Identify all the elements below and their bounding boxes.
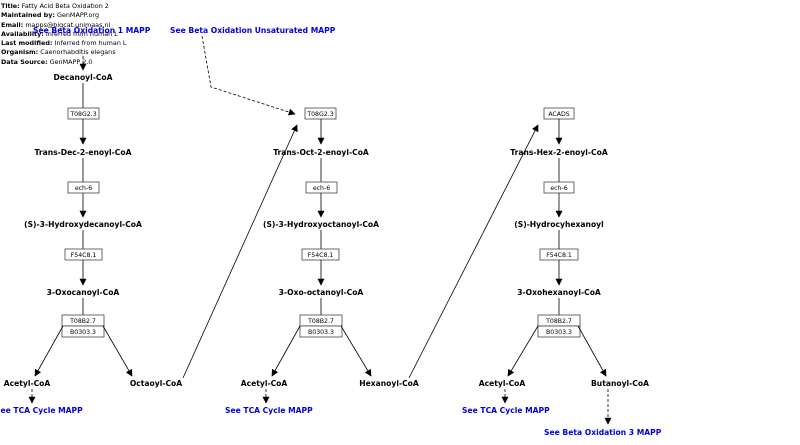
info-email-row: Email: mapps@bigcat.unimaas.nl bbox=[1, 21, 126, 30]
metabolite-acetyl-coa-2[interactable]: Acetyl-CoA bbox=[241, 379, 288, 388]
info-modified-label: Last modified: bbox=[1, 39, 53, 48]
edge-c3-to-butanoyl bbox=[577, 325, 607, 377]
info-maintained: GenMAPP.org bbox=[57, 11, 100, 20]
edge-c1-to-acetyl bbox=[34, 325, 64, 377]
edge-c2-to-hexanoyl bbox=[340, 325, 372, 377]
gene-label-c2-t08b2-7: T08B2.7 bbox=[307, 318, 334, 325]
link-tca-cycle-3[interactable]: See TCA Cycle MAPP bbox=[462, 406, 550, 415]
edge-hexanoyl-to-trans-hex bbox=[408, 124, 539, 379]
metabolite-s-hydrocyhexanoyl[interactable]: (S)-Hydrocyhexanoyl bbox=[514, 220, 603, 229]
metabolite-octaoyl-coa[interactable]: Octaoyl-CoA bbox=[130, 379, 182, 388]
info-title: Fatty Acid Beta Oxidation 2 bbox=[21, 2, 109, 10]
gene-box-c3-b0303-3[interactable] bbox=[537, 325, 581, 338]
gene-label-c2-f54c8-1: F54C8.1 bbox=[308, 252, 334, 259]
metabolite-butanoyl-coa[interactable]: Butanoyl-CoA bbox=[591, 379, 649, 388]
metabolite-hexanoyl-coa[interactable]: Hexanoyl-CoA bbox=[359, 379, 419, 388]
link-tca-cycle-2[interactable]: See TCA Cycle MAPP bbox=[225, 406, 313, 415]
info-title-label: Title: bbox=[1, 2, 20, 10]
gene-box-c2-t08g2-3[interactable] bbox=[304, 107, 337, 120]
metabolite-3-oxo-octanoyl-coa[interactable]: 3-Oxo-octanoyl-CoA bbox=[279, 288, 364, 297]
gene-box-c2-ech-6[interactable] bbox=[305, 181, 338, 194]
edge-c1-to-octaoyl bbox=[102, 325, 133, 377]
link-beta-oxidation-unsaturated[interactable]: See Beta Oxidation Unsaturated MAPP bbox=[170, 26, 336, 35]
gene-box-c2-f54c8-1[interactable] bbox=[301, 248, 340, 261]
info-title-row: Title: Fatty Acid Beta Oxidation 2 bbox=[1, 2, 126, 11]
metabolite-s-3-hydroxyoctanoyl-coa[interactable]: (S)-3-Hydroxyoctanoyl-CoA bbox=[263, 220, 379, 229]
metabolite-trans-oct-2-enoyl-coa[interactable]: Trans-Oct-2-enoyl-CoA bbox=[273, 148, 369, 157]
metabolite-s-3-hydroxydecanoyl-coa[interactable]: (S)-3-Hydroxydecanoyl-CoA bbox=[24, 220, 142, 229]
info-maintained-label: Maintained by: bbox=[1, 11, 55, 20]
gene-box-c2-b0303-3[interactable] bbox=[299, 325, 343, 338]
gene-label-c2-t08g2-3: T08G2.3 bbox=[306, 111, 333, 118]
edge-unsaturated-to-col2 bbox=[201, 35, 296, 116]
gene-box-c1-ech-6[interactable] bbox=[67, 181, 100, 194]
info-organism: Caenorhabditis elegans bbox=[40, 48, 116, 57]
info-maintained-row: Maintained by: GenMAPP.org bbox=[1, 11, 126, 20]
gene-box-c1-f54c8-1[interactable] bbox=[64, 248, 103, 261]
gene-label-c1-t08g2-3: T08G2.3 bbox=[69, 111, 96, 118]
metabolite-trans-dec-2-enoyl-coa[interactable]: Trans-Dec-2-enoyl-CoA bbox=[35, 148, 132, 157]
gene-label-c1-ech-6: ech-6 bbox=[75, 185, 92, 192]
gene-label-c3-acads: ACADS bbox=[548, 111, 569, 118]
info-modified: Inferred from human L bbox=[54, 39, 127, 48]
info-source: GenMAPP 2.0 bbox=[49, 57, 93, 66]
link-tca-cycle-1[interactable]: See TCA Cycle MAPP bbox=[0, 406, 83, 415]
info-source-label: Data Source: bbox=[1, 57, 48, 66]
gene-label-c2-b0303-3: B0303.3 bbox=[308, 329, 334, 336]
link-beta-oxidation-3[interactable]: See Beta Oxidation 3 MAPP bbox=[544, 428, 662, 437]
gene-label-c1-b0303-3: B0303.3 bbox=[70, 329, 96, 336]
info-availability-row: Availability: Inferred from human L bbox=[1, 30, 126, 39]
info-organism-label: Organism: bbox=[1, 48, 39, 57]
gene-label-c3-b0303-3: B0303.3 bbox=[546, 329, 572, 336]
gene-box-c1-t08g2-3[interactable] bbox=[67, 107, 100, 120]
link-beta-oxidation-1[interactable]: See Beta Oxidation 1 MAPP bbox=[33, 26, 151, 35]
edge-c3-to-acetyl bbox=[507, 325, 539, 377]
info-panel: Title: Fatty Acid Beta Oxidation 2 Maint… bbox=[1, 2, 126, 67]
gene-label-c1-f54c8-1: F54C8.1 bbox=[71, 252, 97, 259]
info-email: mapps@bigcat.unimaas.nl bbox=[25, 20, 111, 29]
info-availability-label: Availability: bbox=[1, 29, 44, 38]
column-1: Decanoyl-CoA T08G2.3 Trans-Dec-2-enoyl-C… bbox=[4, 56, 182, 404]
gene-label-c3-f54c8-1: F54C8.1 bbox=[546, 252, 572, 259]
metabolite-acetyl-coa-1[interactable]: Acetyl-CoA bbox=[4, 379, 51, 388]
gene-label-c2-ech-6: ech-6 bbox=[313, 185, 330, 192]
column-3: ACADS Trans-Hex-2-enoyl-CoA ech-6 (S)-Hy… bbox=[479, 107, 649, 425]
info-email-label: Email: bbox=[1, 20, 24, 29]
info-modified-row: Last modified: Inferred from human L bbox=[1, 39, 126, 48]
metabolite-acetyl-coa-3[interactable]: Acetyl-CoA bbox=[479, 379, 526, 388]
gene-label-c1-t08b2-7: T08B2.7 bbox=[69, 318, 96, 325]
column-2: T08G2.3 Trans-Oct-2-enoyl-CoA ech-6 (S)-… bbox=[241, 107, 419, 404]
edge-octaoyl-to-trans-oct bbox=[182, 124, 298, 379]
metabolite-decanoyl-coa[interactable]: Decanoyl-CoA bbox=[53, 73, 112, 82]
gene-label-c3-t08b2-7: T08B2.7 bbox=[545, 318, 572, 325]
edge-c2-to-acetyl bbox=[271, 325, 301, 377]
metabolite-3-oxocanoyl-coa[interactable]: 3-Oxocanoyl-CoA bbox=[47, 288, 120, 297]
info-organism-row: Organism: Caenorhabditis elegans bbox=[1, 48, 126, 57]
info-source-row: Data Source: GenMAPP 2.0 bbox=[1, 58, 126, 67]
gene-label-c3-ech-6: ech-6 bbox=[550, 185, 567, 192]
metabolite-trans-hex-2-enoyl-coa[interactable]: Trans-Hex-2-enoyl-CoA bbox=[510, 148, 608, 157]
info-availability: Inferred from human L bbox=[45, 29, 118, 38]
gene-box-c1-b0303-3[interactable] bbox=[61, 325, 105, 338]
metabolite-3-oxohexanoyl-coa[interactable]: 3-Oxohexanoyl-CoA bbox=[517, 288, 601, 297]
